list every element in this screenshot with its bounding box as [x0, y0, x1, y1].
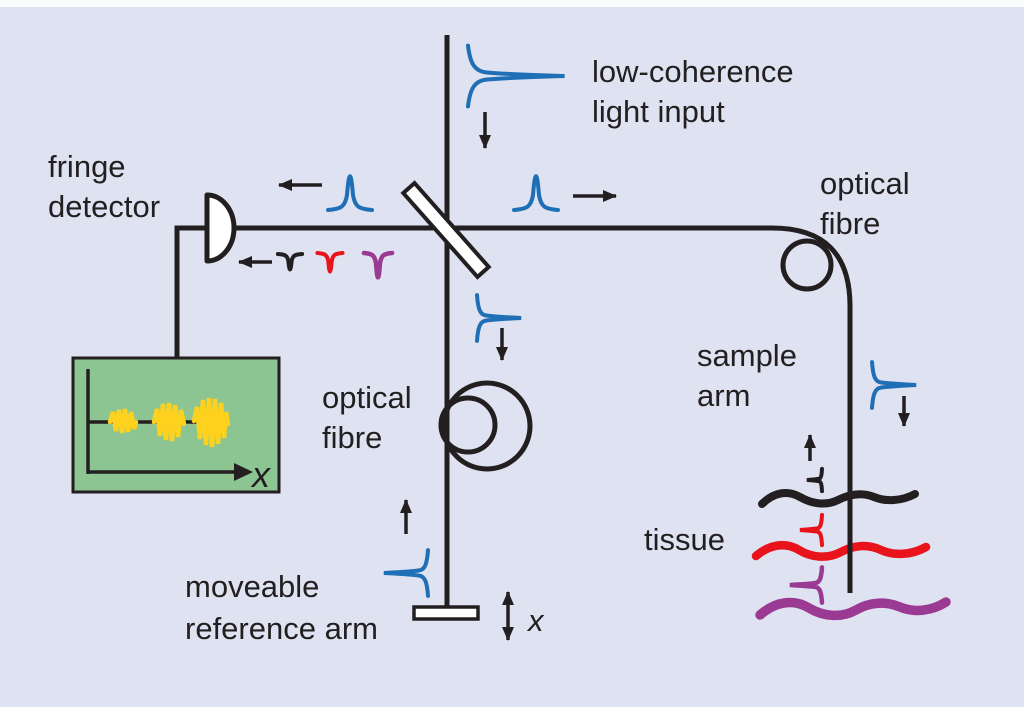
light-pulse-to-sample: [512, 174, 560, 212]
optical-fibre-sample-label-line1: optical: [820, 166, 910, 201]
light-pulse-reference-return: [381, 548, 430, 598]
light-pulse-input: [468, 46, 565, 107]
detector-to-sample-beam-line: [209, 225, 853, 593]
beam-splitter: [400, 180, 492, 280]
fringe-plot-axis-label: x: [250, 454, 272, 495]
mirror-axis-label: x: [526, 603, 545, 638]
tissue-layer-1-wave: [758, 488, 919, 508]
optical-fibre-reference-label-line2: fibre: [322, 420, 382, 455]
tissue-label: tissue: [644, 522, 725, 557]
returning-pulse-layer-1: [276, 252, 304, 271]
reflected-pulse-layer-3: [788, 565, 824, 605]
light-input-label-line1: low-coherence: [592, 54, 794, 89]
fringe-plot-x-axis-arrowhead: [234, 463, 253, 481]
sample-arm-label-line2: arm: [697, 378, 750, 413]
sample-arm-label-line1: sample: [697, 338, 797, 373]
returning-pulse-layer-2: [316, 251, 344, 273]
photodetector: [204, 192, 237, 264]
returning-pulse-layer-3: [362, 251, 394, 279]
fringe-packet-large: [191, 397, 231, 448]
light-pulse-down-reference: [475, 293, 524, 343]
reference-arm-label-line2: reference arm: [185, 611, 378, 646]
reflected-pulse-layer-2: [798, 513, 824, 547]
fringe-packet-small: [107, 408, 139, 434]
light-pulse-down-sample: [870, 360, 919, 410]
reference-fiber-coil-outer: [441, 380, 533, 472]
fringe-detector-label-line2: detector: [48, 189, 160, 224]
reference-fiber-coil-inner: [438, 395, 498, 455]
light-input-label-line2: light input: [592, 94, 725, 129]
optical-fibre-sample-label-line2: fibre: [820, 206, 880, 241]
reflected-pulse-layer-1: [805, 467, 823, 493]
optical-fibre-reference-label-line1: optical: [322, 380, 412, 415]
fringe-detector-label-line1: fringe: [48, 149, 126, 184]
reference-arm-label-line1: moveable: [185, 569, 319, 604]
fringe-packet-medium: [151, 402, 187, 442]
sample-fiber-loop: [780, 238, 834, 292]
detector-signal-wire: [174, 225, 207, 360]
reference-mirror: [412, 605, 480, 621]
top-margin: [0, 0, 1024, 7]
light-pulse-to-detector: [326, 174, 374, 212]
tissue-layer-2-wave: [751, 540, 931, 561]
tissue-layer-3-wave: [755, 597, 951, 621]
